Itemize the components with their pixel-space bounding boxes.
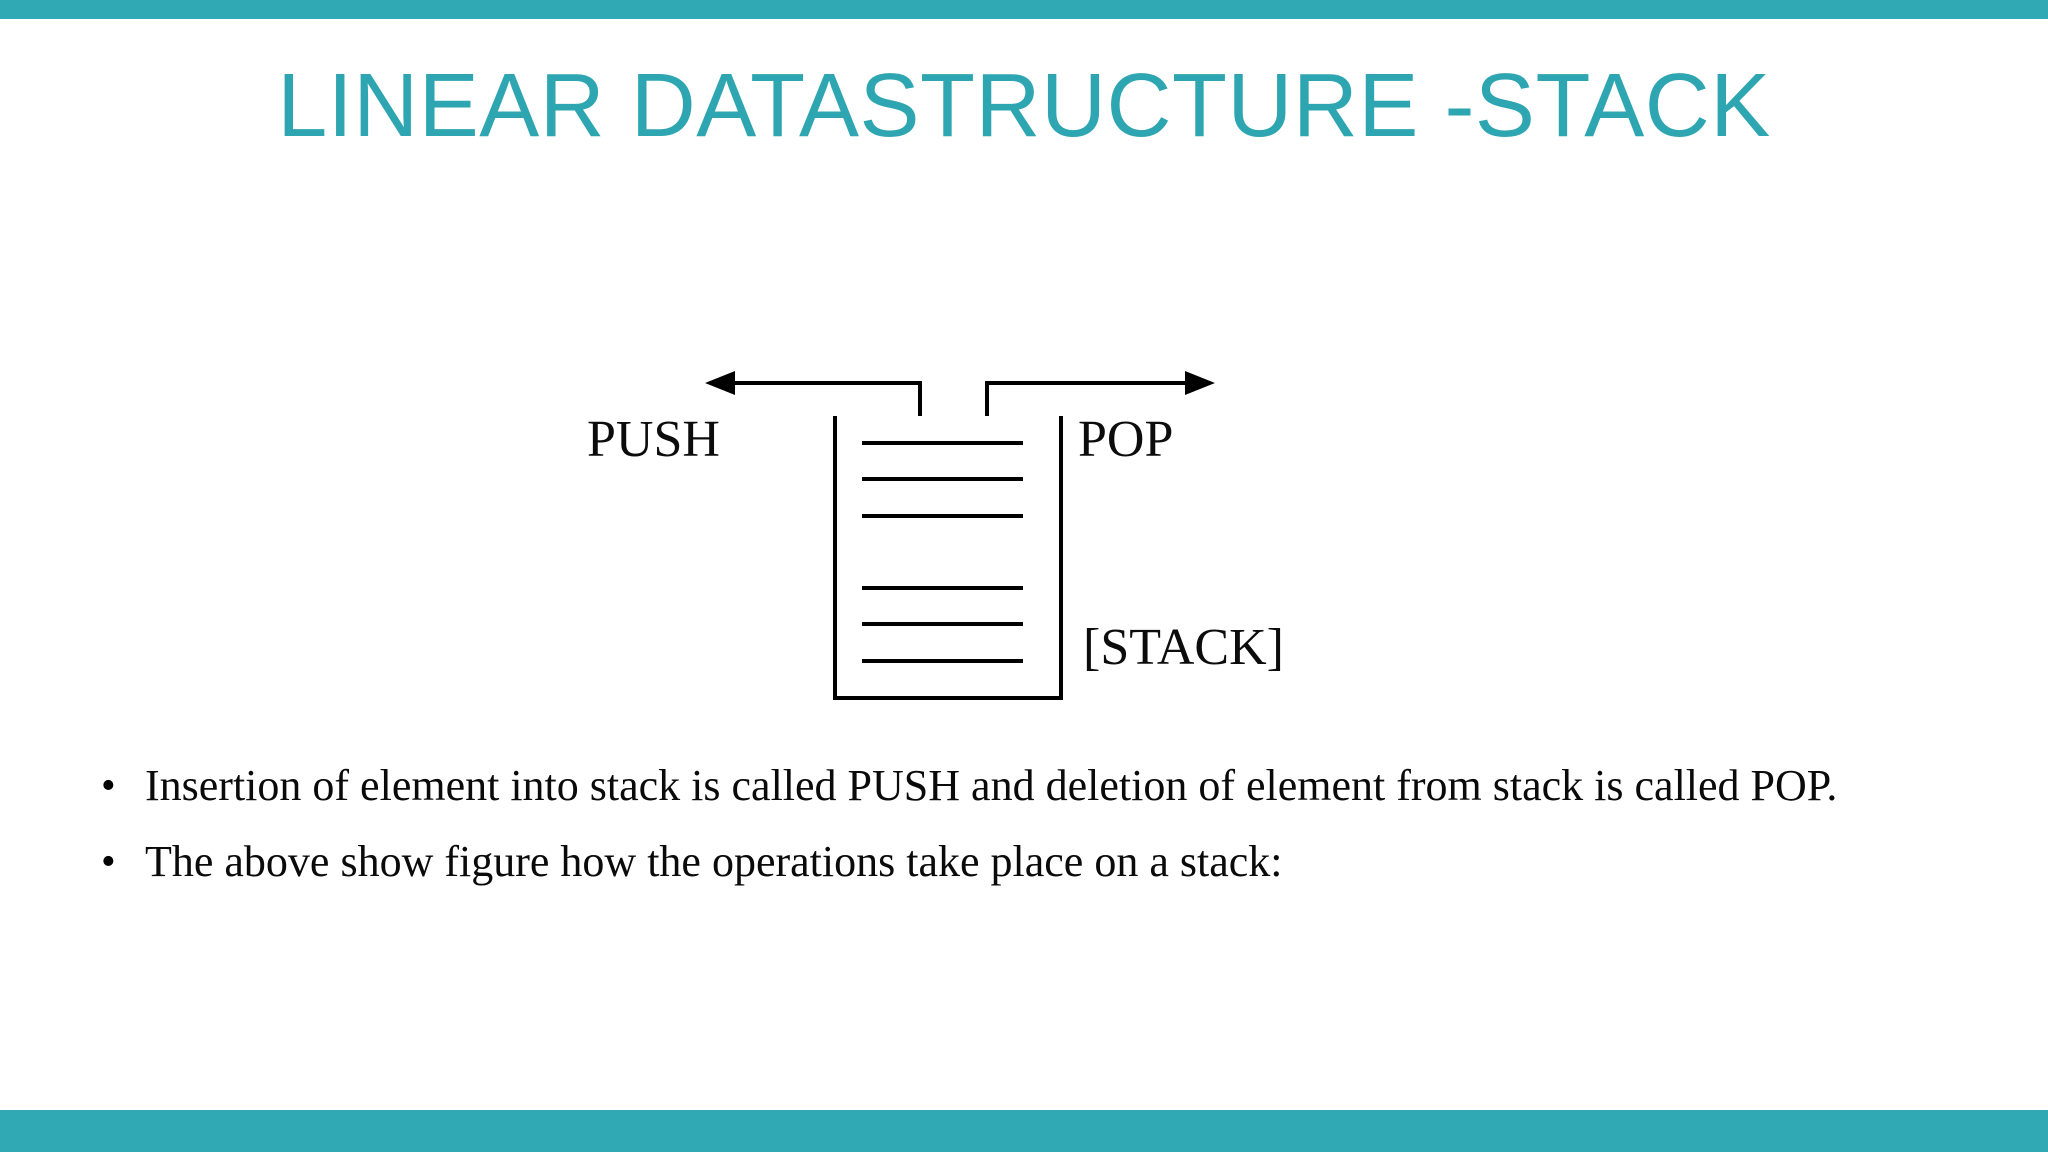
push-arrowhead-icon	[705, 371, 735, 395]
push-arrow-line	[712, 381, 922, 416]
top-accent-bar	[0, 0, 2048, 19]
list-item: • The above show figure how the operatio…	[95, 831, 1955, 893]
list-item-text: The above show figure how the operations…	[145, 837, 1283, 886]
bottom-accent-bar	[0, 1110, 2048, 1152]
stack-caption-label: [STACK]	[1083, 619, 1284, 676]
stack-container-outline	[833, 416, 1063, 700]
bullet-marker-icon: •	[101, 763, 116, 809]
page-title: LINEAR DATASTRUCTURE -STACK	[277, 56, 1771, 156]
list-item-text: Insertion of element into stack is calle…	[145, 761, 1838, 810]
bullet-list: • Insertion of element into stack is cal…	[95, 755, 1955, 907]
pop-label: POP	[1078, 411, 1174, 468]
push-label: PUSH	[587, 411, 720, 468]
pop-arrowhead-icon	[1185, 371, 1215, 395]
bullet-marker-icon: •	[101, 839, 116, 885]
list-item: • Insertion of element into stack is cal…	[95, 755, 1955, 817]
